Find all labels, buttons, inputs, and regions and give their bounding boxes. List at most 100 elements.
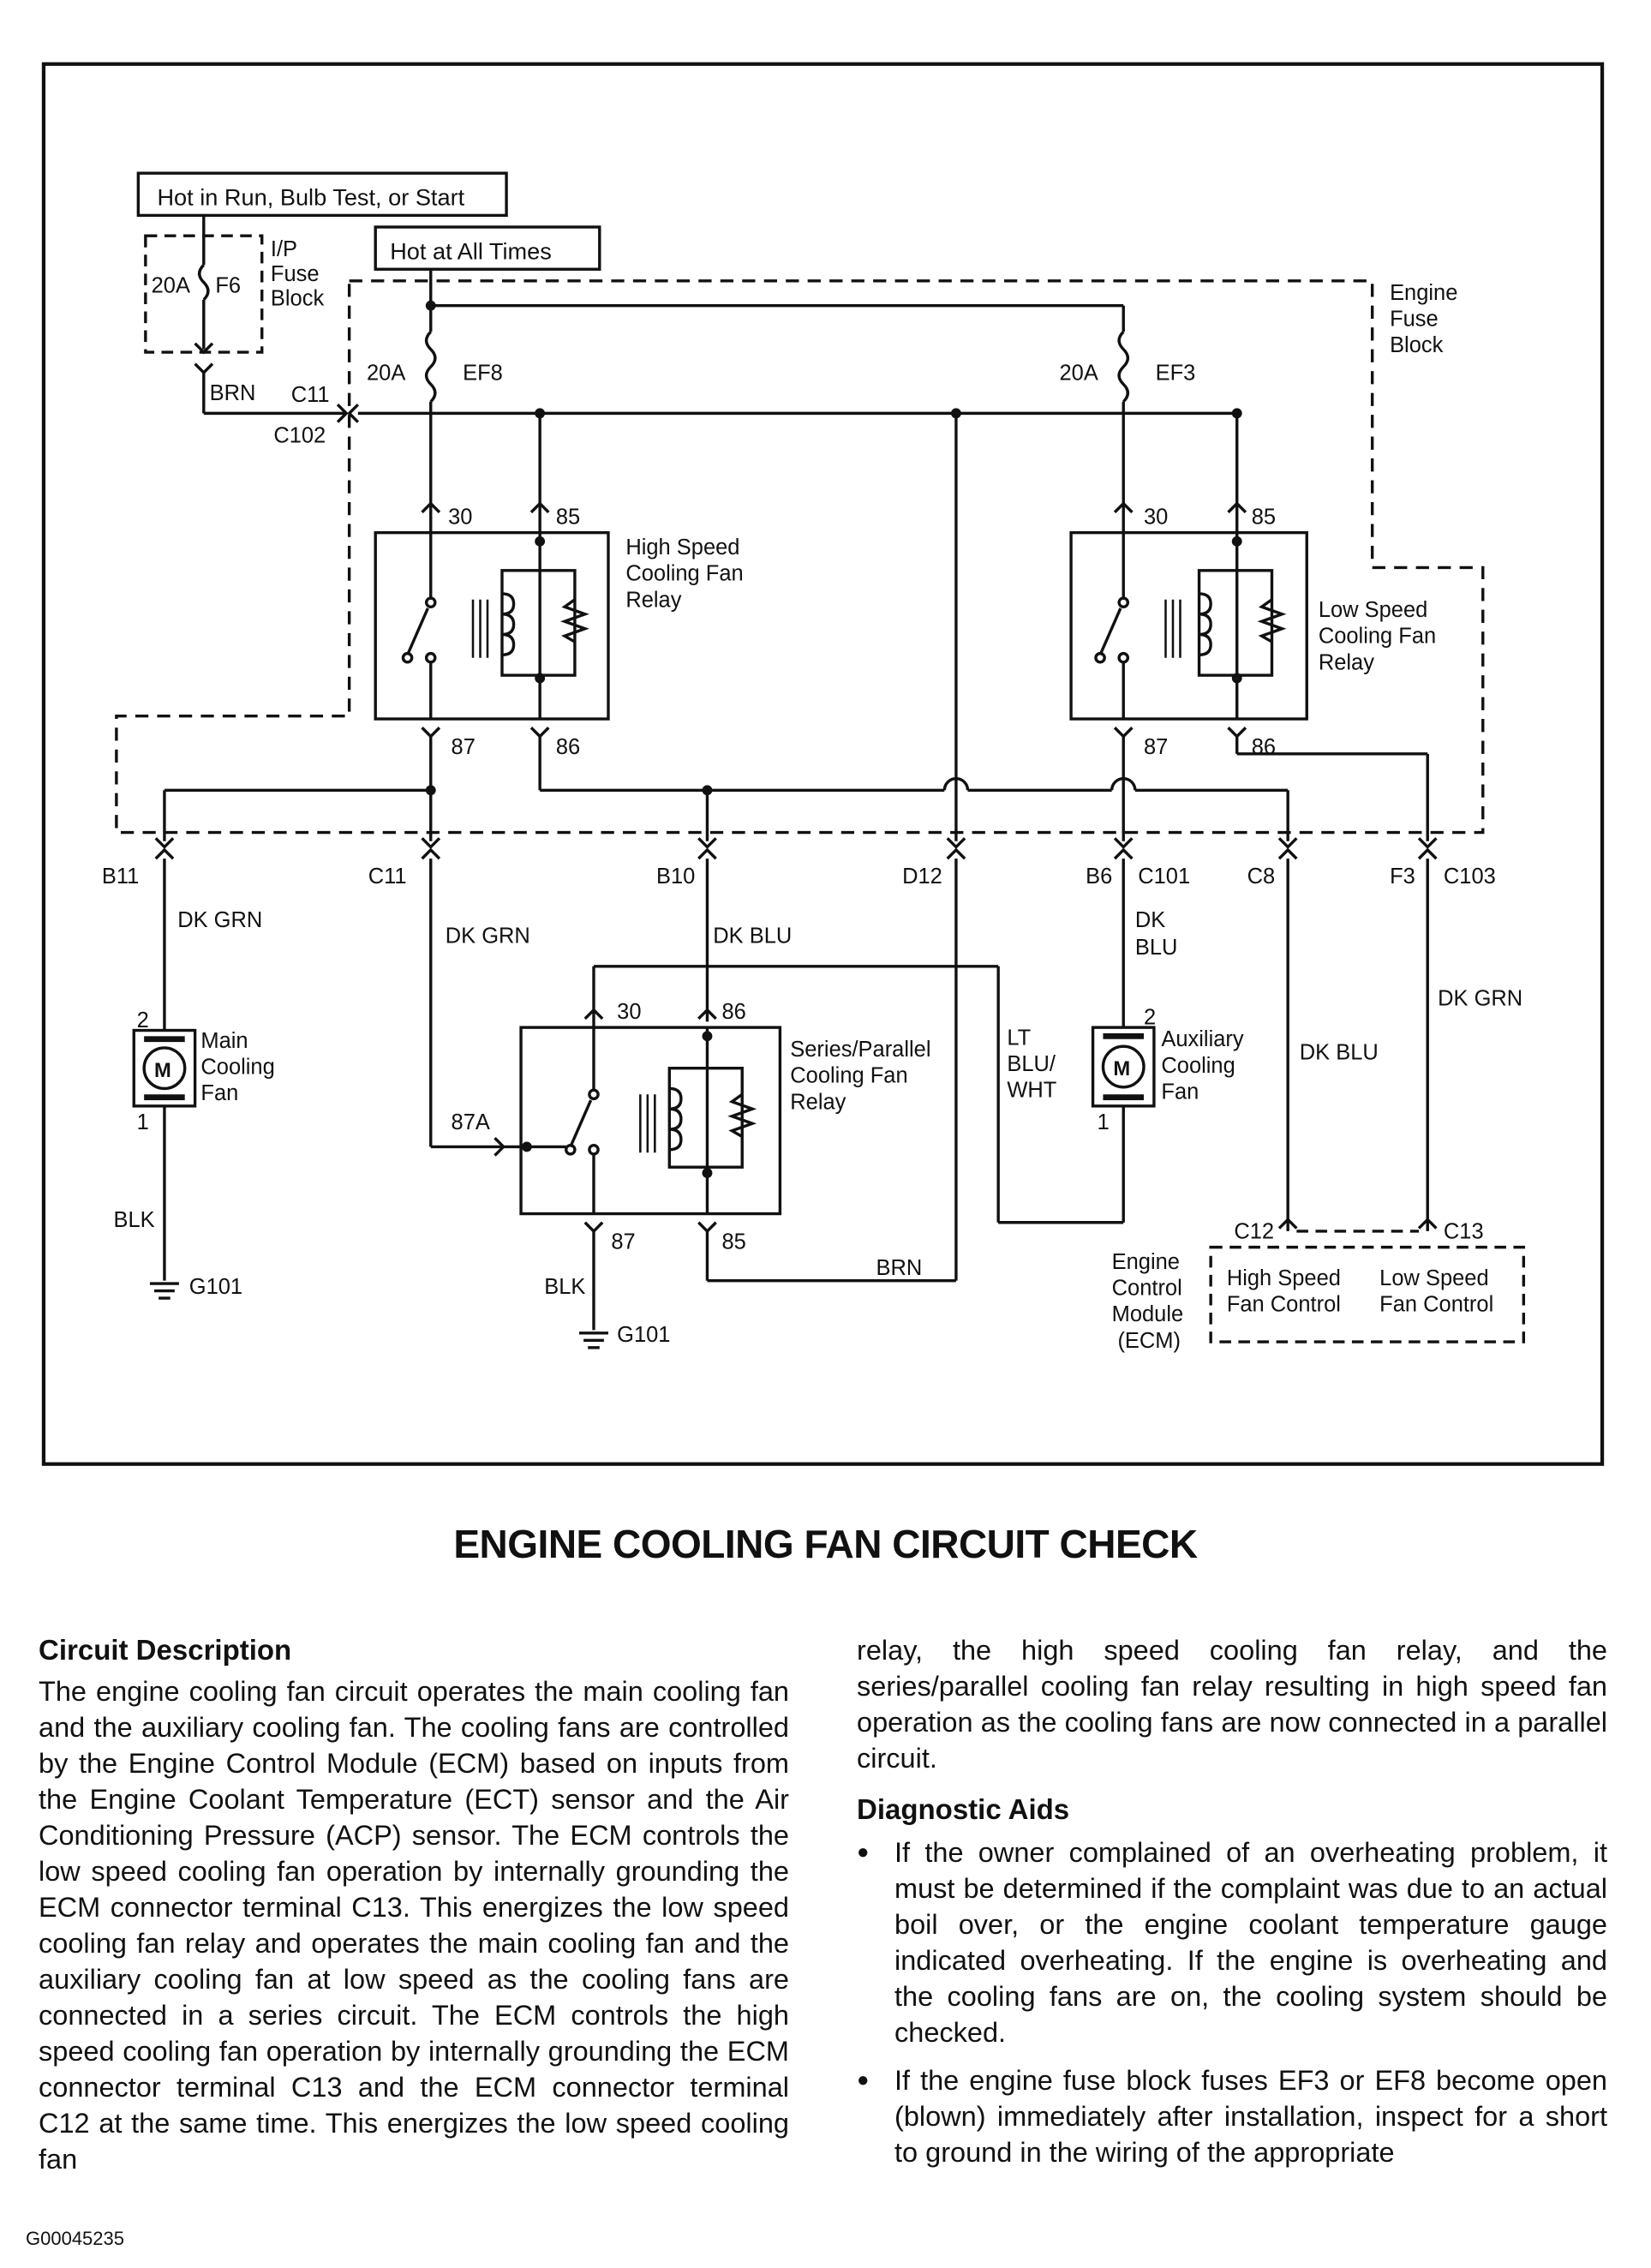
resistor-icon [559, 598, 589, 643]
ip-fuse-block-label-2: Fuse [271, 262, 320, 286]
svg-text:86: 86 [556, 735, 580, 759]
svg-text:LT: LT [1007, 1026, 1031, 1050]
svg-text:Relay: Relay [790, 1090, 846, 1114]
svg-text:DK: DK [1135, 908, 1165, 932]
connector-c101: C101 [1138, 865, 1190, 889]
svg-text:G101: G101 [189, 1275, 242, 1299]
low-speed-control-label: Low Speed [1379, 1266, 1488, 1290]
fuse-f6-icon [198, 263, 210, 302]
hot-at-all-times-label: Hot at All Times [390, 237, 552, 264]
main-cooling-fan-circuit: DK GRN 2 M Main Cooling Fan 1 BLK G101 [113, 859, 275, 1300]
svg-text:86: 86 [1252, 735, 1276, 759]
svg-text:Cooling Fan: Cooling Fan [625, 562, 743, 586]
cooling-fan-wiring-diagram: Hot in Run, Bulb Test, or Start Hot at A… [41, 62, 1605, 1466]
svg-text:Low Speed: Low Speed [1319, 598, 1427, 622]
svg-text:2: 2 [137, 1008, 149, 1032]
circuit-description-heading: Circuit Description [39, 1634, 292, 1666]
figure-code: G00045235 [26, 2228, 124, 2249]
ip-fuse-block-label-3: Block [271, 287, 325, 311]
diagram-frame [41, 62, 1605, 1466]
engine-fuse-block-label: Engine Fuse Block [1390, 281, 1457, 357]
hot-in-run-label: Hot in Run, Bulb Test, or Start [157, 183, 464, 210]
svg-text:Block: Block [1390, 333, 1444, 357]
connector-c11: C11 [368, 865, 407, 889]
svg-text:Fan Control: Fan Control [1227, 1292, 1341, 1316]
connector-f3: F3 [1390, 865, 1415, 889]
resistor-icon [727, 1092, 757, 1139]
main-fan-label: Main [200, 1029, 248, 1053]
svg-text:WHT: WHT [1007, 1079, 1056, 1103]
svg-text:Fan: Fan [1161, 1080, 1199, 1104]
fuse-ef3: 20A EF3 [1060, 331, 1196, 403]
svg-text:DK BLU: DK BLU [713, 925, 792, 948]
svg-text:Series/Parallel: Series/Parallel [790, 1038, 930, 1062]
svg-text:30: 30 [1144, 505, 1168, 529]
svg-text:86: 86 [721, 1000, 745, 1024]
svg-text:G101: G101 [617, 1323, 670, 1347]
svg-text:Cooling Fan: Cooling Fan [790, 1064, 907, 1088]
svg-text:BLU: BLU [1135, 936, 1178, 960]
svg-text:87: 87 [611, 1230, 635, 1254]
connector-b6: B6 [1086, 865, 1112, 889]
series-parallel-relay: DK BLU 30 86 Series/Parallel [503, 859, 999, 1349]
relay-coil-icon [1199, 592, 1212, 657]
relay-coil-icon [501, 592, 516, 657]
ip-fuse-block-label-1: I/P [271, 237, 297, 261]
diagnostic-aids-heading: Diagnostic Aids [857, 1793, 1070, 1825]
svg-text:1: 1 [137, 1110, 149, 1134]
svg-text:Cooling Fan: Cooling Fan [1319, 625, 1436, 649]
svg-text:1: 1 [1098, 1110, 1110, 1134]
svg-text:30: 30 [448, 505, 472, 529]
connector-c103: C103 [1444, 865, 1496, 889]
high-speed-relay: 30 85 High Speed Cooling Fan Relay 87 [374, 501, 744, 759]
svg-text:85: 85 [1252, 505, 1276, 529]
diagnostic-aid-item: If the engine fuse block fuses EF3 or EF… [857, 2062, 1607, 2170]
svg-text:M: M [1113, 1057, 1130, 1080]
ignition-bus [357, 401, 1242, 777]
page-title: ENGINE COOLING FAN CIRCUIT CHECK [453, 1522, 1198, 1566]
svg-text:Cooling: Cooling [200, 1055, 274, 1079]
engine-fuse-block-outline [115, 279, 1485, 835]
svg-text:C13: C13 [1444, 1219, 1484, 1243]
battery-bus [425, 270, 1125, 332]
c11-top-label: C11 [291, 383, 330, 407]
ground-icon [149, 1282, 179, 1300]
motor-icon [1101, 1044, 1146, 1089]
svg-text:Module: Module [1112, 1302, 1184, 1326]
svg-text:Cooling: Cooling [1161, 1054, 1235, 1078]
svg-text:85: 85 [721, 1230, 745, 1254]
fuse-ef3-icon [1117, 331, 1130, 403]
svg-text:C12: C12 [1234, 1219, 1274, 1243]
svg-text:20A: 20A [1060, 361, 1098, 385]
dk-grn-87a-wire: DK GRN 87A [429, 859, 530, 1157]
brn-ignition-wire: BRN C11 C102 [194, 362, 360, 447]
right-column: relay, the high speed cooling fan relay,… [857, 1632, 1607, 2182]
fuse-ef8: 20A EF8 [367, 331, 503, 403]
circuit-description-section: Circuit Description The engine cooling f… [39, 1632, 789, 2177]
svg-text:Fan: Fan [200, 1081, 238, 1105]
diagnostic-aid-item: If the owner complained of an overheatin… [857, 1834, 1607, 2050]
svg-text:DK GRN: DK GRN [446, 925, 530, 948]
high-speed-control-label: High Speed [1227, 1266, 1341, 1290]
fuse-ef8-icon [424, 331, 437, 403]
svg-text:87: 87 [452, 735, 476, 759]
motor-icon [142, 1046, 187, 1091]
fuse-block-internal-wiring [163, 736, 1429, 841]
svg-text:EF3: EF3 [1156, 361, 1196, 385]
svg-text:DK GRN: DK GRN [177, 908, 262, 932]
svg-text:87A: 87A [452, 1110, 490, 1134]
svg-text:M: M [154, 1059, 171, 1082]
ecm-block: Engine Control Module (ECM) High Speed F… [1112, 1245, 1526, 1353]
fuse-block-connectors: B11 C11 B10 D12 B6 C101 C8 F3 C103 [102, 837, 1496, 889]
svg-text:Relay: Relay [625, 588, 681, 612]
circuit-description-continuation: relay, the high speed cooling fan relay,… [857, 1635, 1607, 1774]
connector-d12: D12 [902, 865, 942, 889]
hot-at-all-times-box: Hot at All Times [374, 225, 601, 271]
svg-text:Control: Control [1112, 1277, 1182, 1301]
svg-text:2: 2 [1144, 1006, 1156, 1030]
svg-text:DK GRN: DK GRN [1438, 987, 1522, 1011]
c102-label: C102 [273, 423, 326, 447]
svg-text:DK BLU: DK BLU [1300, 1041, 1379, 1065]
svg-text:Fuse: Fuse [1390, 307, 1439, 331]
svg-text:Relay: Relay [1319, 650, 1374, 674]
